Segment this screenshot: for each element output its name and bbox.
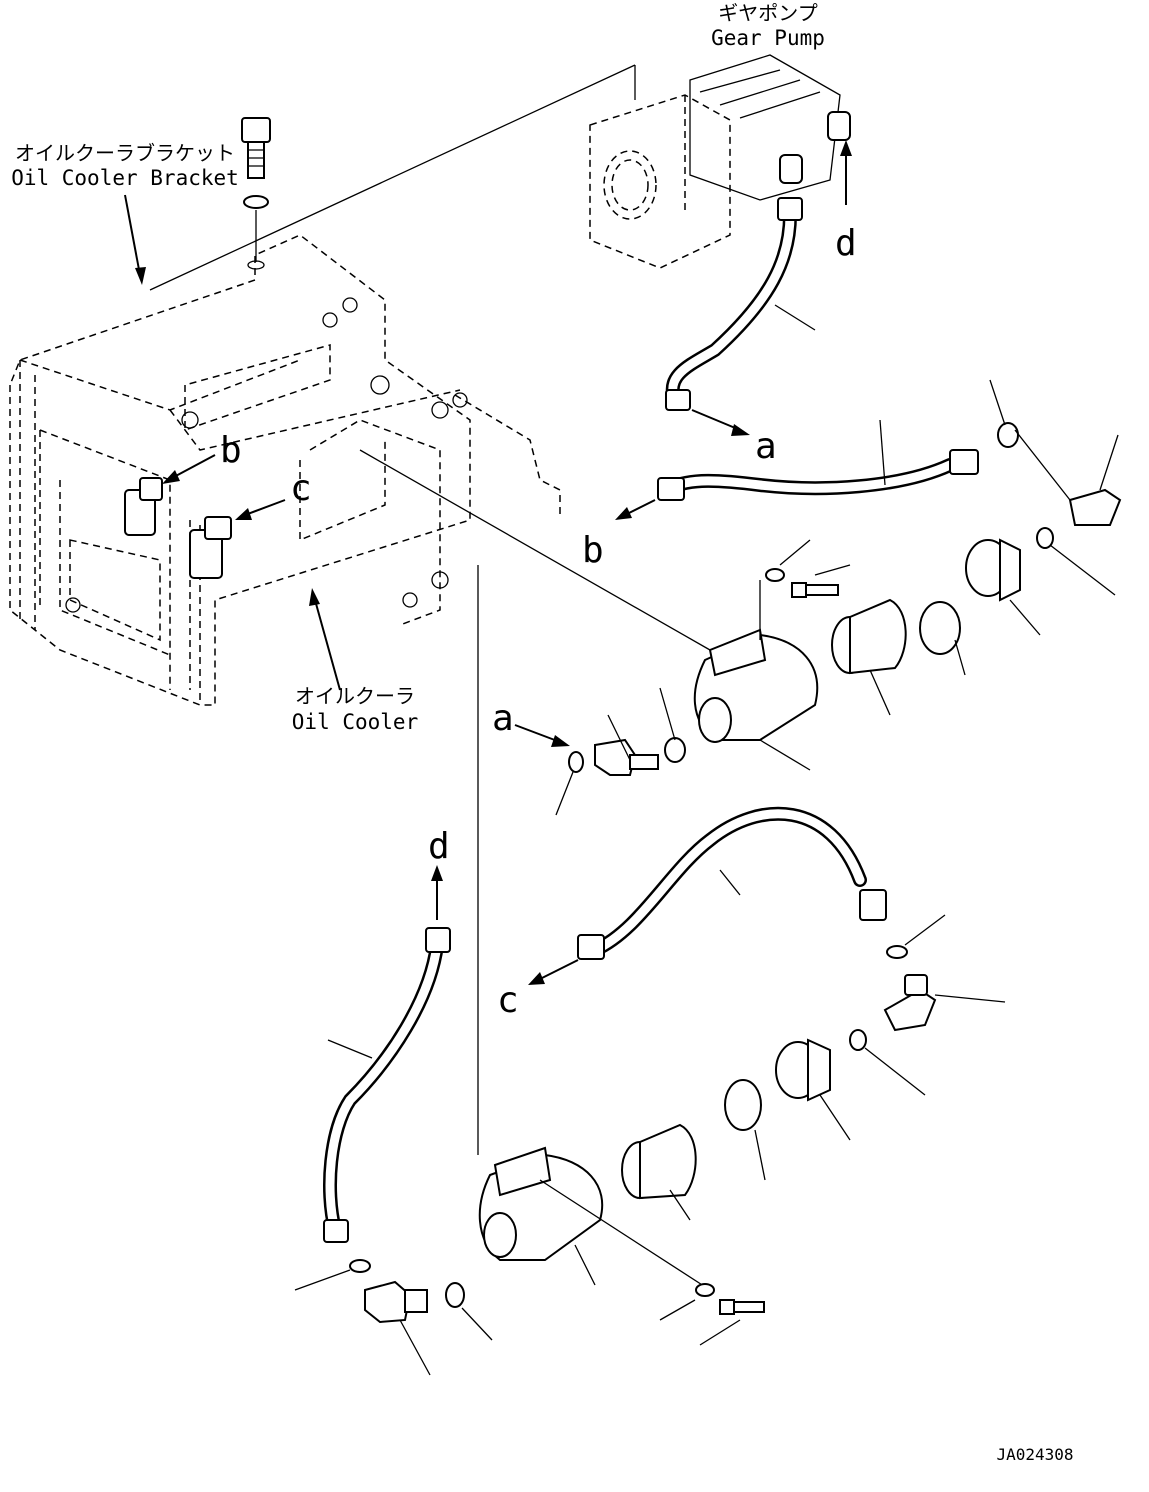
hose-c bbox=[577, 806, 887, 960]
cooler-fitting-c bbox=[189, 516, 232, 579]
arrow-cooler-c bbox=[235, 499, 286, 520]
upper-filter-leader bbox=[359, 449, 711, 651]
hose-d bbox=[323, 927, 451, 1243]
arrow-hose-b bbox=[615, 499, 656, 520]
arrow-hose-a bbox=[691, 409, 750, 436]
ref-a-elbow: a bbox=[492, 698, 514, 739]
ref-b-hose: b bbox=[582, 530, 604, 571]
upper-filter-assembly bbox=[359, 379, 1122, 816]
ref-c-hose: c bbox=[497, 980, 519, 1021]
hose-b bbox=[657, 419, 979, 501]
ref-d-pump: d bbox=[835, 223, 857, 264]
bracket-label-jp: オイルクーラブラケット bbox=[15, 141, 235, 165]
arrow-pump-d bbox=[840, 140, 852, 205]
ref-b-cooler: b bbox=[220, 430, 242, 471]
cooler-fitting-b bbox=[124, 477, 163, 536]
ref-c-cooler: c bbox=[290, 468, 312, 509]
cooler-label-jp: オイルクーラ bbox=[295, 684, 415, 708]
gear-pump-label-en: Gear Pump bbox=[711, 26, 825, 50]
cooler-label-en: Oil Cooler bbox=[292, 710, 418, 734]
hose-a bbox=[665, 197, 816, 411]
lower-filter-assembly bbox=[294, 565, 1006, 1376]
gear-pump bbox=[589, 54, 851, 269]
ref-d-hose: d bbox=[428, 826, 450, 867]
bracket-label-en: Oil Cooler Bracket bbox=[11, 166, 239, 190]
arrow-hose-c bbox=[528, 959, 579, 985]
gear-pump-label-jp: ギヤポンプ bbox=[718, 1, 817, 25]
arrow-cooler-b bbox=[162, 454, 216, 484]
arrow-hose-d bbox=[431, 865, 443, 920]
bracket-label-leader bbox=[124, 194, 146, 285]
pump-to-bracket-leader bbox=[149, 64, 636, 291]
ref-a-hose: a bbox=[755, 426, 777, 467]
bracket-bolt bbox=[241, 117, 271, 270]
oil-cooler-bracket bbox=[9, 234, 561, 706]
drawing-code: JA024308 bbox=[996, 1445, 1073, 1464]
cooler-label-leader bbox=[309, 588, 341, 691]
arrow-a-elbow bbox=[514, 724, 570, 747]
